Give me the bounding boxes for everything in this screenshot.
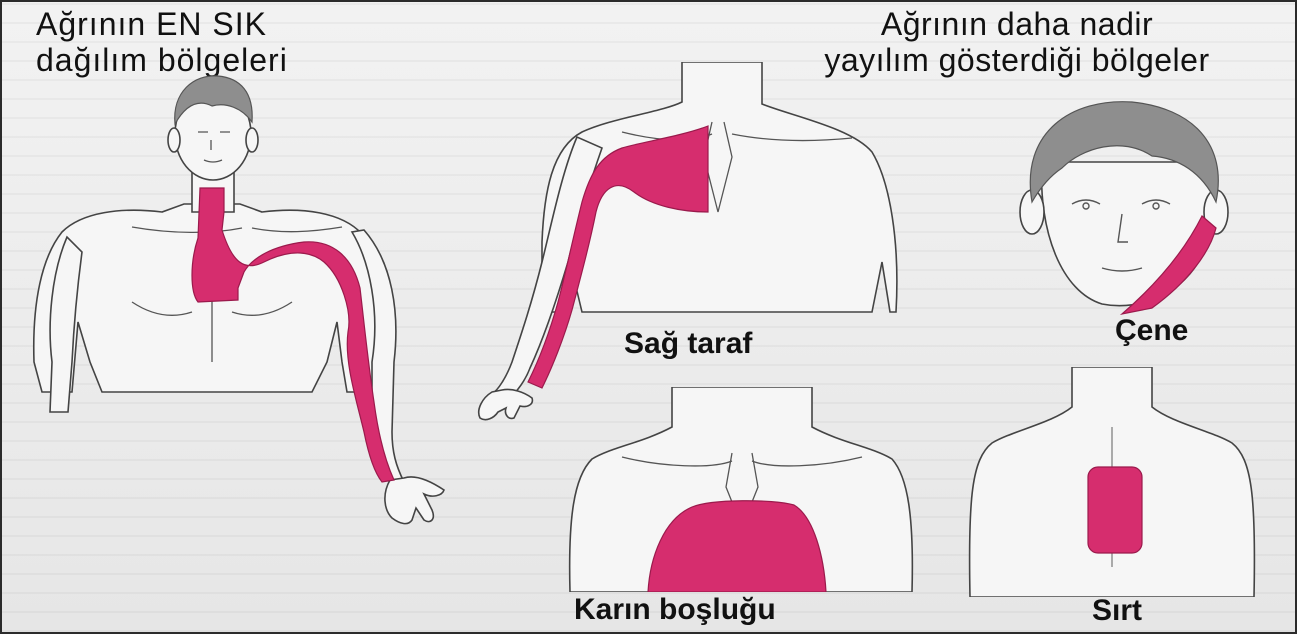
caption-jaw: Çene <box>1115 314 1188 348</box>
figure-full-body <box>12 62 482 532</box>
pain-region-back <box>1088 467 1142 553</box>
caption-abdomen: Karın boşluğu <box>574 593 776 627</box>
caption-right-side: Sağ taraf <box>624 327 752 361</box>
title-most-common-line1: Ağrının EN SIK <box>36 6 288 42</box>
figure-jaw <box>1002 92 1242 322</box>
figure-back <box>942 367 1282 597</box>
figure-abdomen <box>562 387 932 592</box>
caption-back: Sırt <box>1092 594 1142 628</box>
title-rare-line1: Ağrının daha nadir <box>762 6 1272 42</box>
figure-right-side <box>472 62 912 422</box>
